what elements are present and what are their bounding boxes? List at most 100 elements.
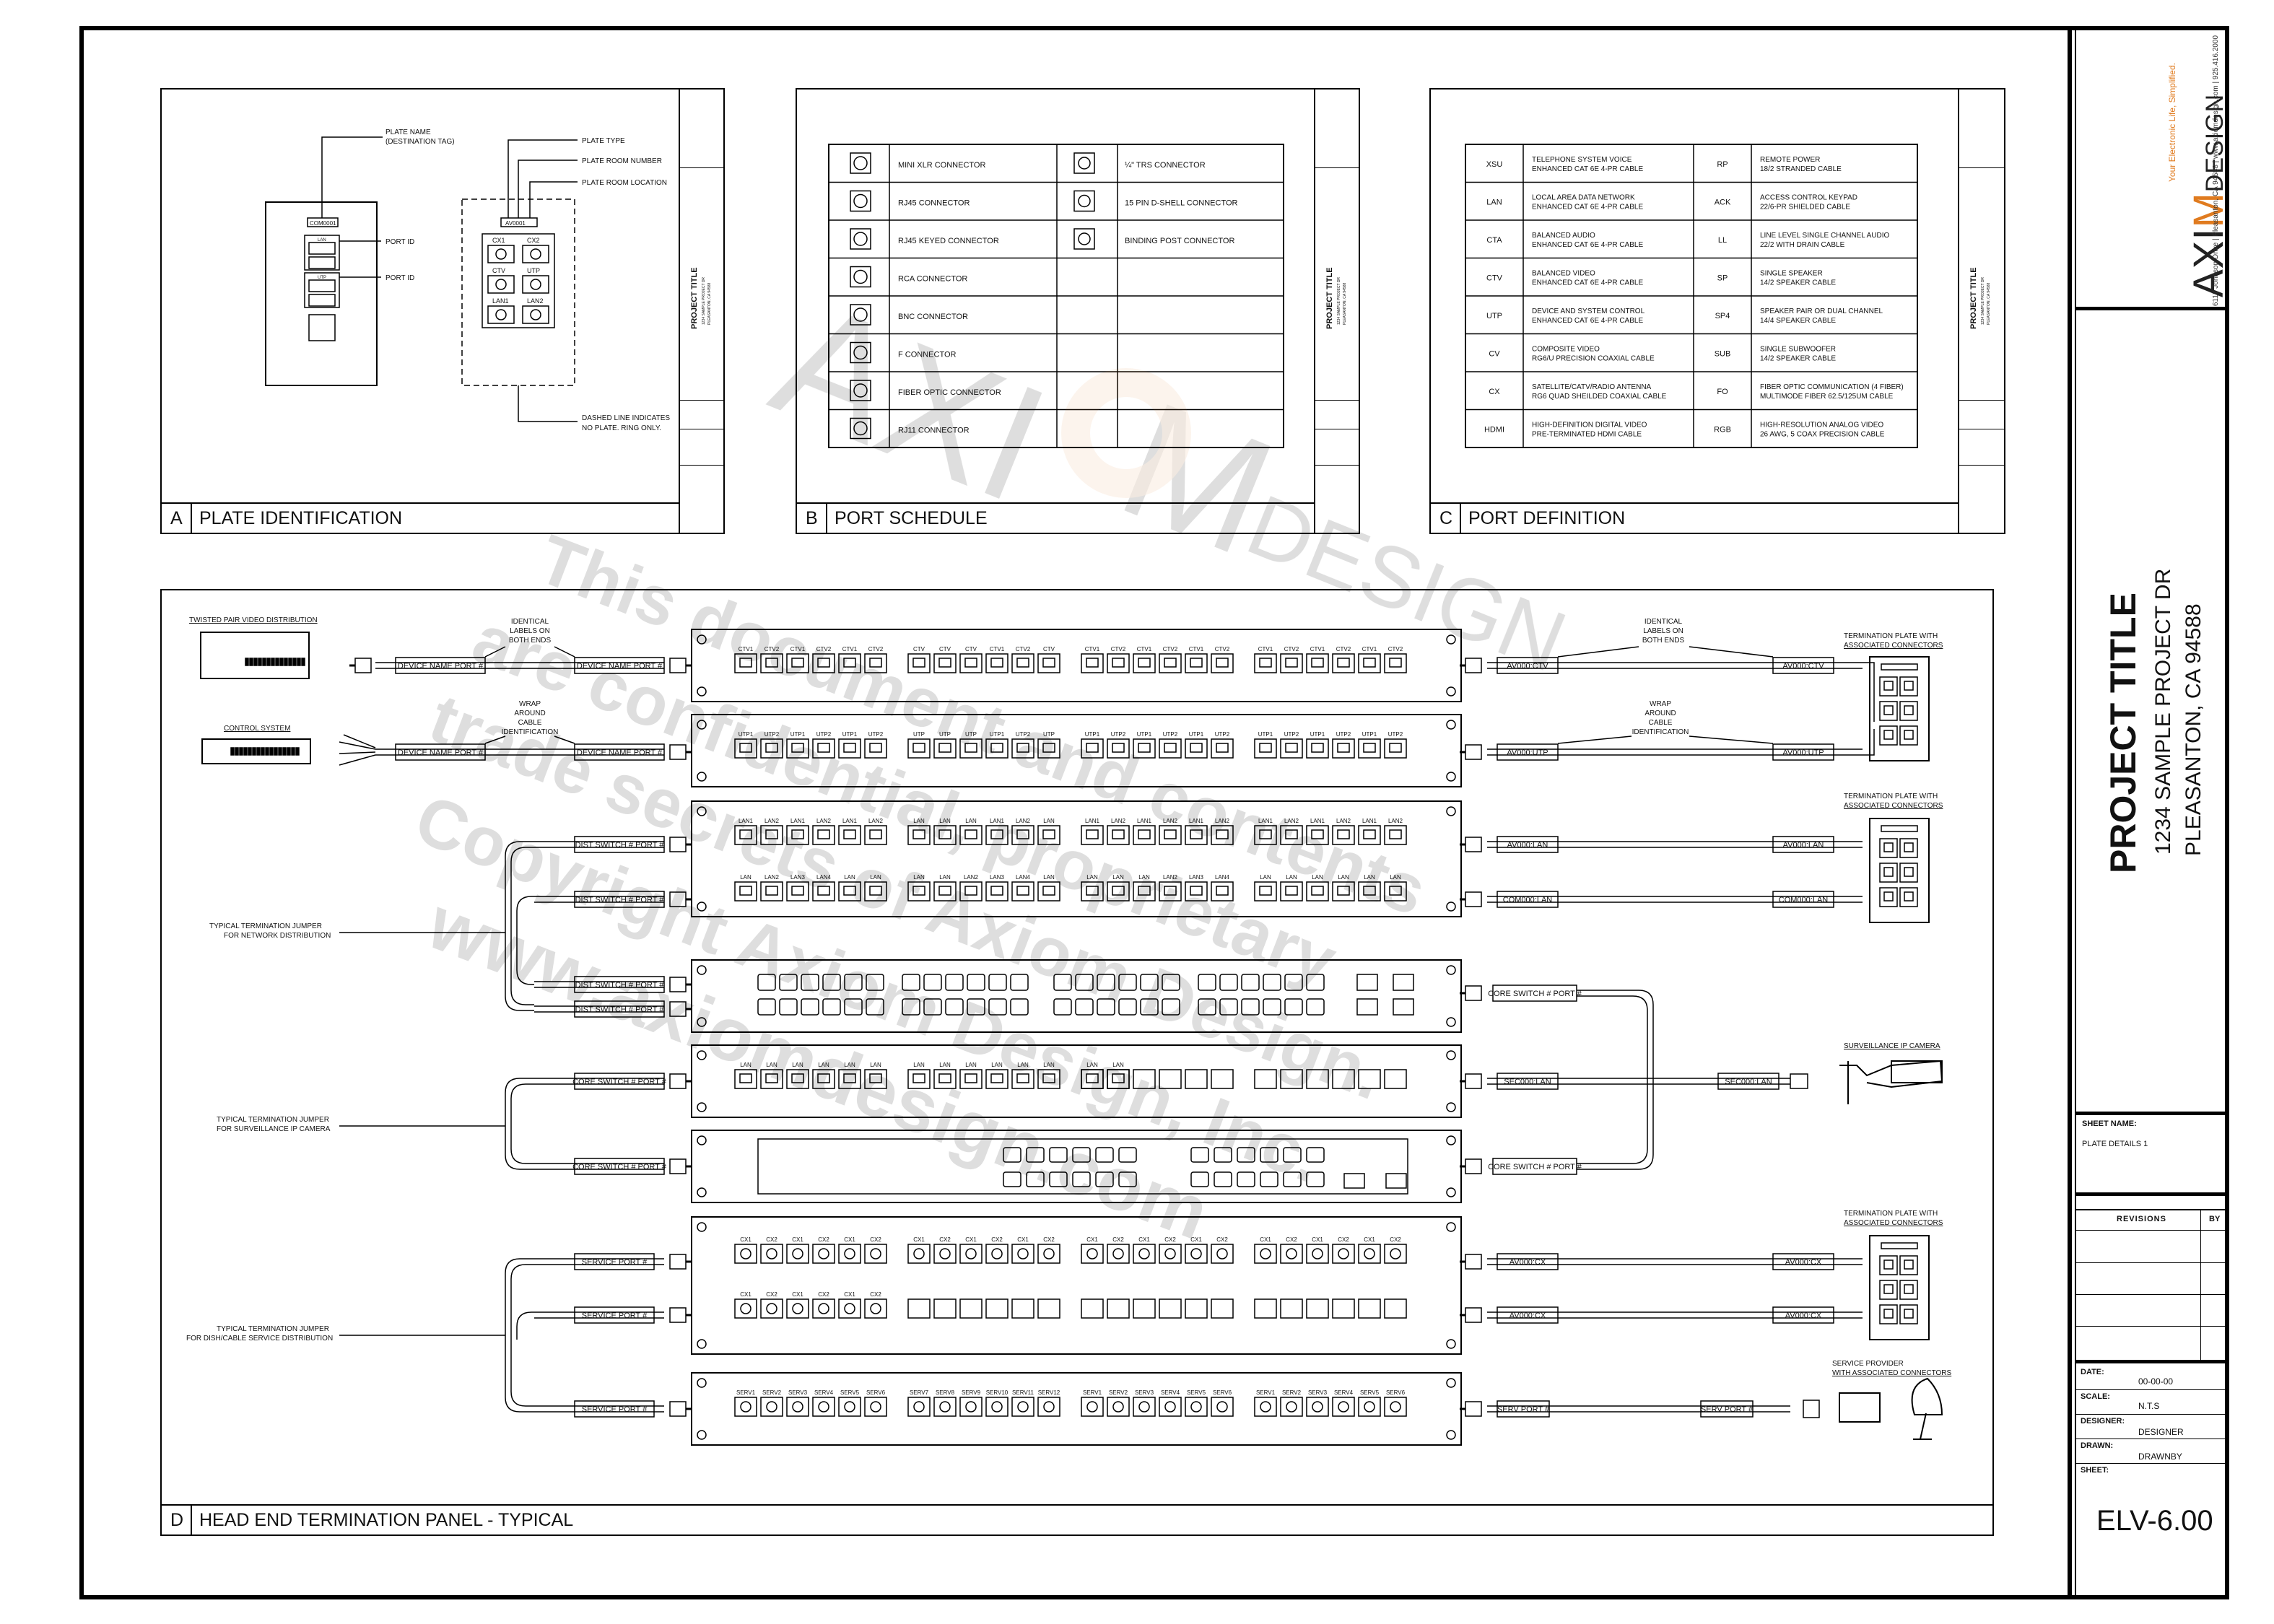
rj45-port-glyph xyxy=(1164,886,1177,896)
plate-tag-text: COM0001 xyxy=(310,220,336,227)
definition-desc-right-1: SPEAKER PAIR OR DUAL CHANNEL xyxy=(1760,307,1883,315)
rj45-port-glyph xyxy=(1138,886,1151,896)
definition-desc-left-2: ENHANCED CAT 6E 4-PR CABLE xyxy=(1532,317,1643,325)
term-plate-jack xyxy=(1899,701,1918,721)
rj45-port-glyph xyxy=(869,886,882,896)
connector-icon-left xyxy=(850,190,871,212)
coax-port-glyph xyxy=(766,1401,777,1413)
dist-switch-tag-4 xyxy=(574,1000,665,1018)
plate-name-label: PLATE NAME xyxy=(385,128,431,136)
patch-port-label: LAN1 xyxy=(790,818,806,824)
patch-port xyxy=(1306,738,1329,759)
mini-line xyxy=(1315,465,1359,466)
patch-port-label: LAN1 xyxy=(1310,818,1325,824)
rj45-port-glyph xyxy=(938,1073,951,1083)
coax-port-glyph xyxy=(1138,1248,1150,1260)
definition-desc-left-1: TELEPHONE SYSTEM VOICE xyxy=(1532,156,1632,164)
service-port-tag-1 xyxy=(574,1253,655,1270)
patch-port-label: SERV6 xyxy=(1386,1389,1406,1396)
definition-desc-left-1: LOCAL AREA DATA NETWORK xyxy=(1532,194,1635,202)
patch-port xyxy=(907,825,931,845)
patch-port-label: LAN xyxy=(1338,874,1349,881)
term-plate-jack xyxy=(1899,1304,1918,1324)
switch-port xyxy=(945,998,964,1016)
connector-icon-right xyxy=(1073,228,1095,250)
coax-port-glyph xyxy=(1390,1401,1401,1413)
identical-labels-text: LABELS ON xyxy=(510,627,550,635)
patch-port-label: CTV2 xyxy=(1016,646,1031,652)
jumper-loop-surveillance xyxy=(505,1078,534,1170)
service-port-tag-3 xyxy=(574,1400,655,1418)
patch-port-label: CTV1 xyxy=(790,646,806,652)
connector-icon-left xyxy=(850,304,871,326)
device-port-mark xyxy=(274,747,278,756)
cable-plug xyxy=(669,891,687,907)
switch-port xyxy=(902,998,920,1016)
schedule-left-item: RJ11 CONNECTOR xyxy=(898,427,970,435)
dist-switch-tag-3 xyxy=(574,976,665,993)
rj45-port-glyph xyxy=(1190,658,1203,668)
patch-port-label: CX2 xyxy=(1112,1236,1124,1243)
rj45-port-glyph xyxy=(791,886,804,896)
rj45-port-glyph xyxy=(817,743,830,753)
switch-port xyxy=(1140,974,1159,991)
patch-port-label: LAN4 xyxy=(1215,874,1230,881)
core-switch-right-1-text: CORE SWITCH # PORT # xyxy=(1488,990,1582,998)
switch-port xyxy=(1241,998,1260,1016)
device-port-mark xyxy=(292,658,297,666)
patch-port-label: CX1 xyxy=(1138,1236,1150,1243)
patch-port xyxy=(1037,653,1060,673)
patch-port xyxy=(864,653,887,673)
ring-port-label: CX1 xyxy=(492,237,505,244)
jumper-dish-text: FOR DISH/CABLE SERVICE DISTRIBUTION xyxy=(186,1335,333,1343)
term-plate-jack-glyph xyxy=(1904,867,1914,877)
rack-screw xyxy=(1446,1430,1456,1440)
switch-port xyxy=(1075,974,1094,991)
rack-screw xyxy=(697,806,707,816)
coax-port-glyph xyxy=(844,1303,855,1314)
patch-port xyxy=(838,1298,861,1319)
scale-value: N.T.S xyxy=(2138,1401,2160,1411)
patch-port-label: UTP xyxy=(939,731,951,738)
rj45-port-glyph xyxy=(1016,1073,1029,1083)
term-plate-jack xyxy=(1899,838,1918,858)
rj45-port-glyph xyxy=(817,1073,830,1083)
service-port-tag-2 xyxy=(574,1306,655,1324)
definition-desc-left-2: ENHANCED CAT 6E 4-PR CABLE xyxy=(1532,165,1643,173)
patch-port xyxy=(1011,881,1034,902)
patch-port xyxy=(1185,1244,1208,1264)
patch-port-label: CTV2 xyxy=(1284,646,1299,652)
switch-port xyxy=(988,974,1007,991)
rj45-port-glyph xyxy=(1086,743,1099,753)
cx-run-1-a xyxy=(1497,1253,1559,1270)
patch-port xyxy=(1011,1069,1034,1089)
patch-port-label: LAN xyxy=(1017,1062,1029,1068)
patch-port xyxy=(1306,1397,1329,1417)
patch-port xyxy=(1185,881,1208,902)
coax-port-glyph xyxy=(766,1303,777,1314)
core-switch-right-2 xyxy=(1492,1158,1577,1175)
sheet-number: ELV-6.00 xyxy=(2096,1505,2213,1537)
patch-port xyxy=(1358,825,1381,845)
surveillance-camera xyxy=(1839,1060,1943,1104)
patch-port xyxy=(760,1069,783,1089)
coax-port-glyph xyxy=(740,1303,752,1314)
wrap-leaders xyxy=(484,735,575,744)
termination-plate-3 xyxy=(1869,1235,1930,1340)
coax-port-glyph xyxy=(1286,1248,1297,1260)
rj45-port-glyph xyxy=(1337,658,1350,668)
patch-port xyxy=(1358,653,1381,673)
term-plate-tag xyxy=(1881,663,1918,671)
term-plate-jack-glyph xyxy=(1883,1284,1894,1294)
switch-port xyxy=(1306,998,1325,1016)
definition-desc-left-1: HIGH-DEFINITION DIGITAL VIDEO xyxy=(1532,422,1647,429)
patch-port xyxy=(933,738,957,759)
com-lan-run-a xyxy=(1497,891,1559,908)
patch-port-label: CX2 xyxy=(939,1236,951,1243)
poe-port xyxy=(1095,1171,1114,1187)
term-plate-label-1: TERMINATION PLATE WITH xyxy=(1844,793,1938,800)
device-port-mark xyxy=(230,747,235,756)
definition-code-right: SP xyxy=(1717,274,1728,283)
